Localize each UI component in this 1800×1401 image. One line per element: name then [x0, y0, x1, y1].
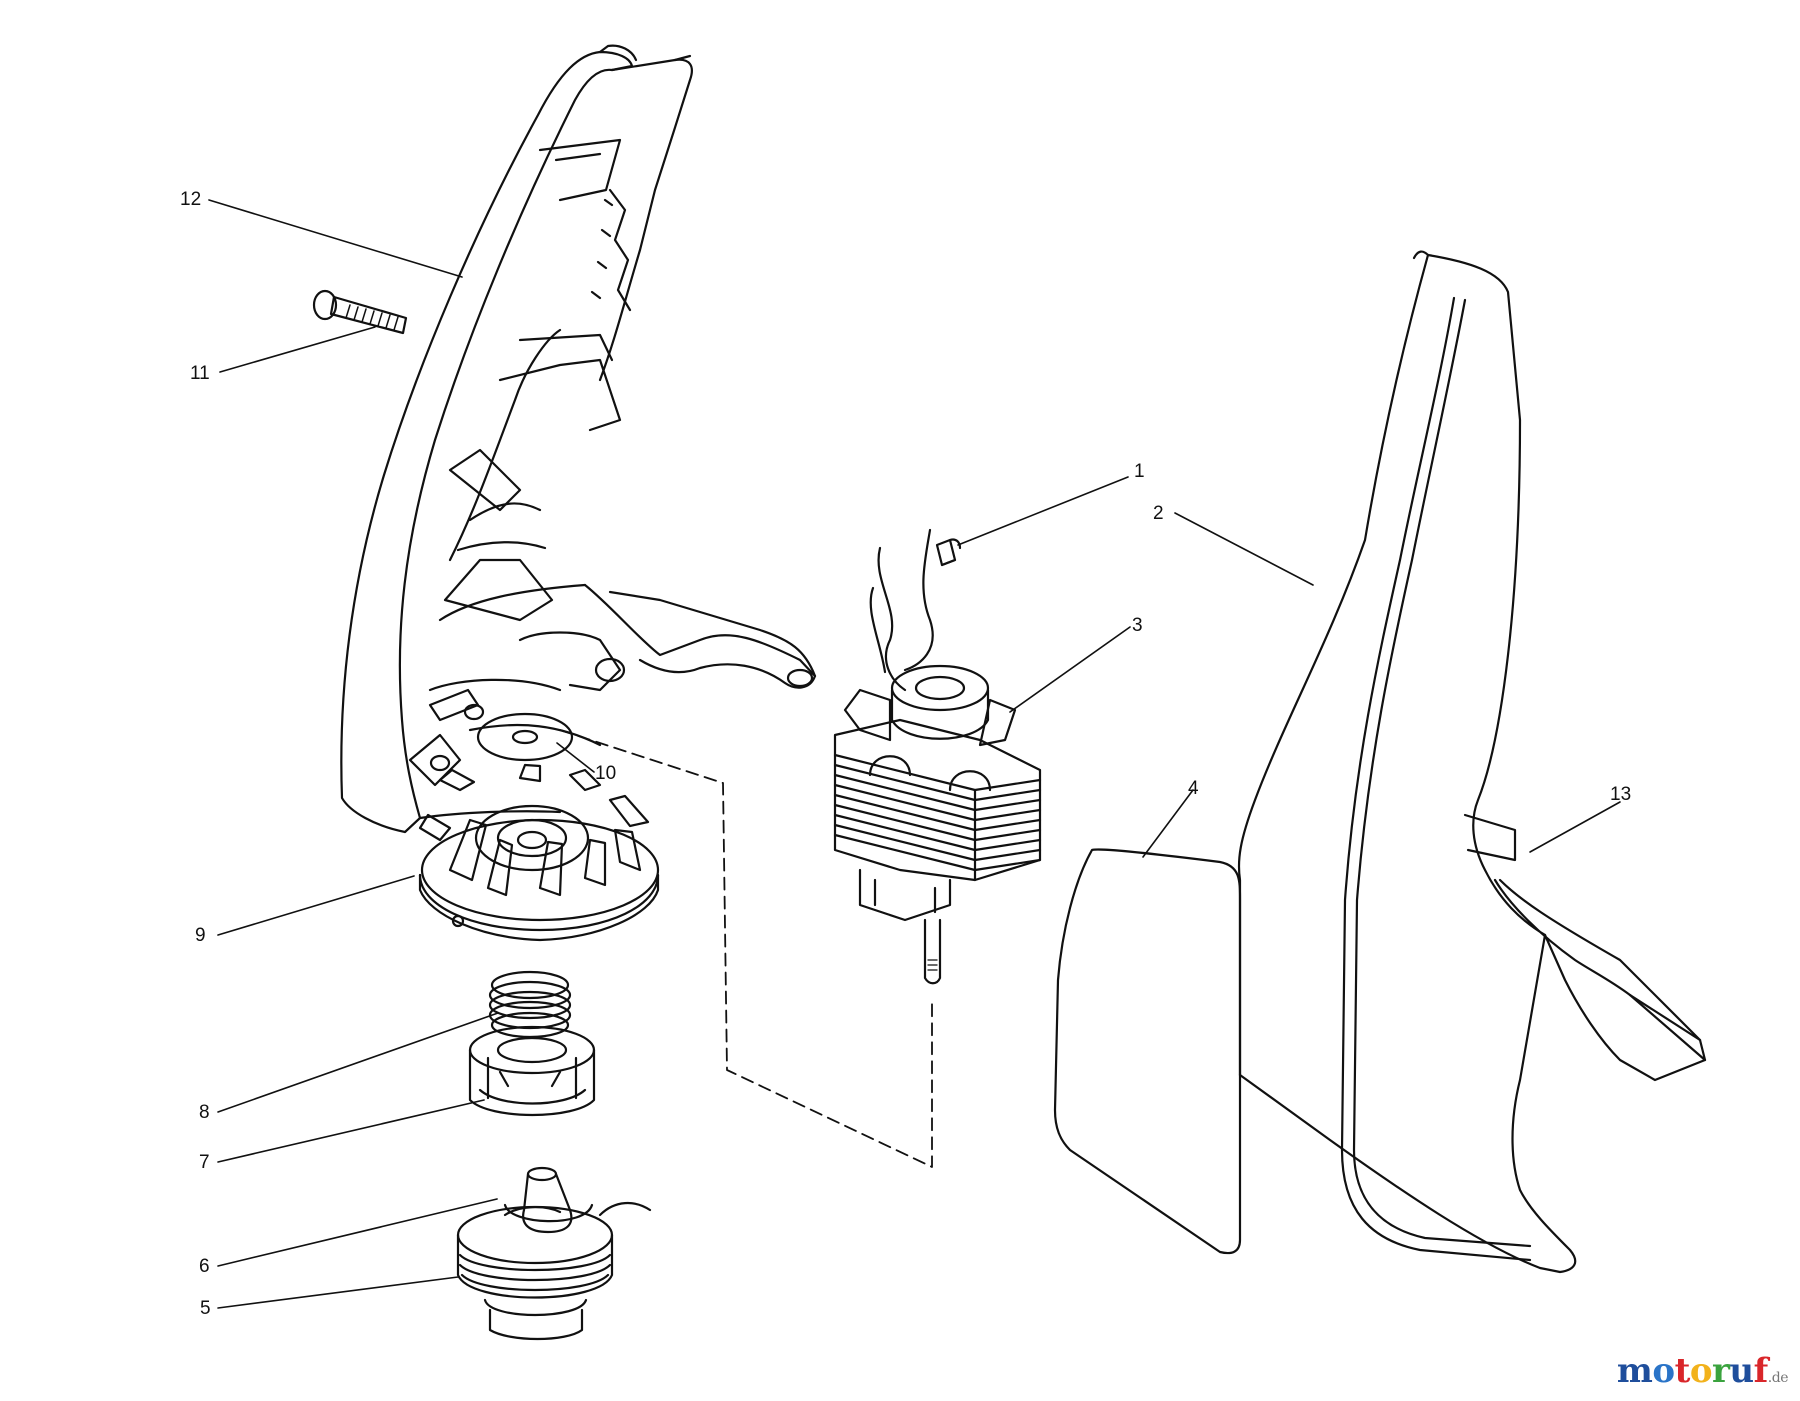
screw-part-1 — [935, 538, 962, 567]
front-housing-part-2 — [1237, 250, 1707, 1274]
leader-1 — [957, 476, 1129, 546]
leader-6 — [217, 1198, 498, 1267]
leader-7 — [217, 1099, 485, 1163]
callout-4: 4 — [1188, 778, 1199, 799]
callout-5: 5 — [200, 1298, 211, 1319]
leader-5 — [217, 1276, 459, 1309]
callout-12: 12 — [180, 189, 201, 210]
callout-7: 7 — [199, 1152, 210, 1173]
leader-11 — [219, 326, 376, 373]
spool-core-part-6 — [503, 1166, 652, 1234]
callout-8: 8 — [199, 1102, 210, 1123]
bolt-part-11 — [312, 289, 408, 335]
site-watermark-logo: motoruf.de — [1617, 1351, 1789, 1391]
watermark-letters: motoruf — [1617, 1351, 1768, 1391]
watermark-letter: r — [1712, 1351, 1730, 1391]
washer-part-10 — [476, 712, 574, 762]
leader-3 — [1009, 626, 1131, 713]
strip-part-13 — [1463, 813, 1517, 862]
watermark-letter: u — [1729, 1351, 1754, 1391]
assembly-dashed-line — [559, 729, 933, 1168]
callout-10: 10 — [595, 763, 616, 784]
leader-8 — [217, 1012, 499, 1113]
motor-part-3 — [833, 528, 1042, 985]
hub-part-7 — [468, 1025, 596, 1117]
rear-housing-part-12 — [340, 44, 817, 834]
callout-6: 6 — [199, 1256, 210, 1277]
watermark-letter: o — [1652, 1351, 1675, 1391]
callout-13: 13 — [1610, 784, 1631, 805]
callout-3: 3 — [1132, 615, 1143, 636]
callout-1: 1 — [1134, 461, 1145, 482]
leader-9 — [217, 875, 415, 936]
callout-11: 11 — [190, 363, 210, 384]
leader-13 — [1529, 801, 1621, 853]
watermark-letter: f — [1753, 1351, 1769, 1391]
callout-2: 2 — [1153, 503, 1164, 524]
label-part-4 — [1053, 848, 1242, 1255]
leader-10 — [556, 742, 595, 773]
leader-4 — [1142, 789, 1194, 858]
spool-part-5 — [456, 1205, 614, 1341]
watermark-letter: t — [1674, 1351, 1691, 1391]
watermark-suffix: .de — [1767, 1370, 1789, 1386]
leader-2 — [1174, 512, 1314, 586]
callout-9: 9 — [195, 925, 206, 946]
fan-part-9 — [418, 763, 660, 942]
watermark-letter: m — [1616, 1351, 1653, 1391]
leader-lines — [208, 199, 1621, 1309]
watermark-letter: o — [1689, 1351, 1713, 1391]
leader-12 — [208, 199, 463, 278]
